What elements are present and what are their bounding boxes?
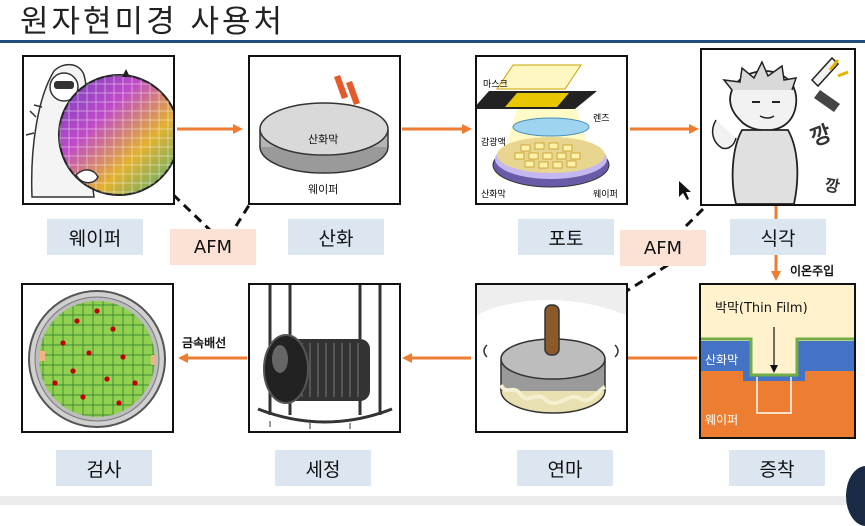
photo-oxide-label: 산화막 xyxy=(481,190,506,200)
cursor-icon xyxy=(679,181,691,200)
svg-text:깡: 깡 xyxy=(808,121,836,151)
title-rule xyxy=(0,40,865,43)
afm-label-right: AFM xyxy=(620,230,706,266)
metal-wiring-label: 금속배선 xyxy=(182,336,227,350)
photo-mask-label: 마스크 xyxy=(483,80,508,90)
panel-cleaning xyxy=(248,283,401,433)
oxidation-oxide-label: 산화막 xyxy=(308,133,339,146)
deposition-illustration xyxy=(701,285,854,437)
panel-inspection xyxy=(21,283,174,433)
label-wafer: 웨이퍼 xyxy=(47,219,143,255)
panel-polishing xyxy=(475,283,628,433)
photo-wafer-label: 웨이퍼 xyxy=(593,190,618,200)
label-polishing: 연마 xyxy=(517,450,613,486)
svg-text:깡: 깡 xyxy=(823,175,841,196)
afm-arrow-to-wafer xyxy=(158,180,214,234)
panel-oxidation: 산화막 웨이퍼 xyxy=(248,55,401,205)
page-title: 원자현미경 사용처 xyxy=(20,4,286,40)
afm-label-left: AFM xyxy=(170,229,256,265)
panel-wafer xyxy=(22,55,175,205)
panel-etch: 깡 깡 xyxy=(700,48,856,206)
photo-resist-label: 감광액 xyxy=(481,138,506,148)
etch-illustration: 깡 깡 xyxy=(711,56,849,204)
label-inspection: 검사 xyxy=(56,450,152,486)
inspection-illustration xyxy=(28,290,166,428)
deposition-wafer-label: 웨이퍼 xyxy=(705,413,739,427)
label-deposition: 증착 xyxy=(729,450,825,486)
label-photo: 포토 xyxy=(518,219,614,255)
label-oxidation: 산화 xyxy=(288,219,384,255)
panel-deposition: 박막(Thin Film) 산화막 웨이퍼 xyxy=(699,283,856,439)
ion-implant-label: 이온주입 xyxy=(790,264,835,278)
oxidation-illustration xyxy=(259,75,389,174)
cleaning-illustration xyxy=(257,285,393,429)
label-etch: 식각 xyxy=(730,219,826,255)
wafer-illustration xyxy=(25,63,173,198)
thin-film-label: 박막(Thin Film) xyxy=(715,301,808,316)
label-cleaning: 세정 xyxy=(275,450,371,486)
polishing-illustration xyxy=(477,285,626,414)
deposition-oxide-label: 산화막 xyxy=(705,353,739,367)
photo-illustration xyxy=(477,64,610,188)
photo-lens-label: 렌즈 xyxy=(593,114,610,124)
oxidation-wafer-label: 웨이퍼 xyxy=(308,183,339,196)
panel-photo: 마스크 렌즈 감광액 산화막 웨이퍼 xyxy=(475,55,628,205)
bottom-strip xyxy=(0,496,865,505)
